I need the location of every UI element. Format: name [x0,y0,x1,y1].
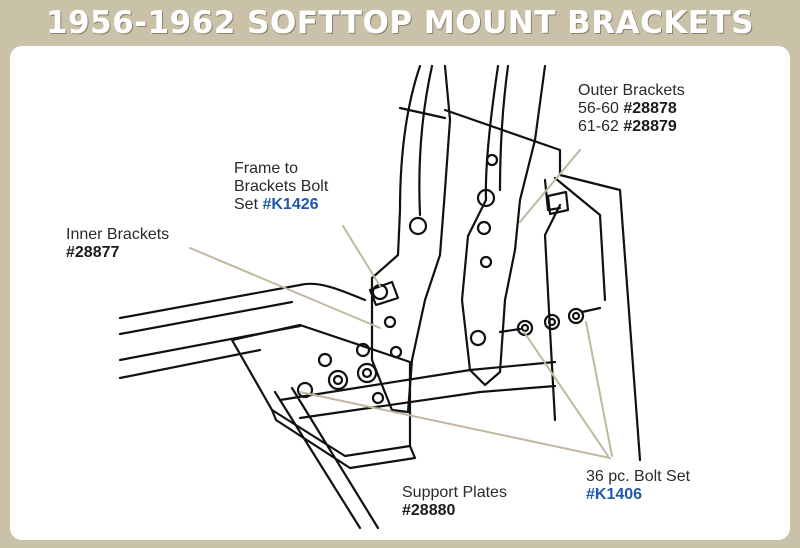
frame-bolt-line1: Frame to [234,160,299,177]
support-plates-label: Support Plates #28880 [402,484,507,520]
support-plate-edge [270,408,417,470]
frame-bolt-line3: Set #K1426 [234,196,328,214]
leader-outer-brackets [519,149,581,223]
frame-bolt-line2: Brackets Bolt [234,178,329,195]
outer-brackets-heading: Outer Brackets [578,82,685,99]
part-number-k1426: #K1426 [262,196,319,213]
outer-brackets-line1: 56-60 #28878 [578,100,685,118]
part-number-28877: #28877 [66,244,120,261]
outer-brackets-line2: 61-62 #28879 [578,118,685,136]
page-title: 1956-1962 SOFTTOP MOUNT BRACKETS [45,5,755,41]
rear-panel [443,108,642,462]
outer-nut [546,190,570,216]
inner-bracket-arm [370,64,452,414]
outer-brackets-year-56-60: 56-60 [578,100,624,117]
bolt-stud [498,306,602,334]
part-number-28880: #28880 [402,502,456,519]
diagram-panel: Outer Brackets 56-60 #28878 61-62 #28879… [10,46,790,540]
outer-brackets-year-61-62: 61-62 [578,118,624,135]
part-number-28879: #28879 [623,118,677,135]
inner-brackets-label: Inner Brackets #28877 [66,226,169,262]
inner-brackets-heading: Inner Brackets [66,226,170,243]
outer-bracket-arm [460,64,547,387]
leader-support-plates [299,391,611,459]
bolt-set-label: 36 pc. Bolt Set #K1406 [586,468,690,504]
outer-bracket-inner [498,64,510,192]
support-bar [273,386,380,530]
base-plate [278,360,557,420]
frame-bolt [368,280,400,307]
part-number-k1406: #K1406 [586,486,643,503]
body-rail-curve [298,282,367,302]
leader-bolt-set-b [523,331,609,457]
frame-bolt-set-word: Set [234,196,263,213]
bolt-set-heading: 36 pc. Bolt Set [586,468,691,485]
leader-bolt-set-a [585,321,613,457]
inner-bracket-arm-inner [418,64,434,217]
leader-inner-brackets [189,247,381,329]
frame-bolt-label: Frame to Brackets Bolt Set #K1426 [234,160,328,214]
body-rail-upper [118,283,302,336]
part-number-28878: #28878 [623,100,677,117]
body-rail-lower [118,324,302,380]
outer-brackets-label: Outer Brackets 56-60 #28878 61-62 #28879 [578,82,685,136]
support-plates-heading: Support Plates [402,484,507,501]
leader-frame-bolt [342,225,381,287]
bracket-diagram [118,64,642,530]
